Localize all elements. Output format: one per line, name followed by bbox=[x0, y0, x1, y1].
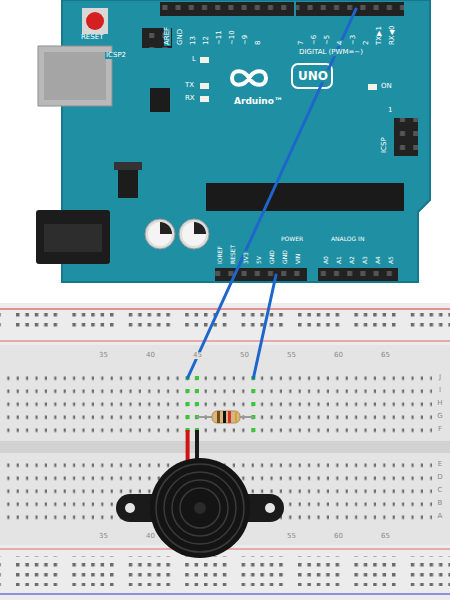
pin-label: RESET bbox=[230, 244, 236, 265]
board-label: DIGITAL (PWM=~) bbox=[298, 49, 364, 56]
row-letter: E bbox=[437, 461, 443, 468]
row-letter: C bbox=[437, 487, 444, 494]
arduino-uno-board bbox=[36, 0, 430, 282]
resistor-symbol bbox=[197, 411, 253, 423]
column-number: 55 bbox=[286, 533, 297, 540]
pin-label: ~6 bbox=[311, 34, 318, 46]
row-letter: J bbox=[438, 374, 442, 381]
column-number: 65 bbox=[380, 533, 391, 540]
pin-label: TX▶1 bbox=[376, 25, 383, 46]
pin-label: 4 bbox=[337, 40, 344, 46]
pin-label: ~3 bbox=[350, 34, 357, 46]
row-letter: G bbox=[436, 413, 443, 420]
pin-label: 3V3 bbox=[243, 251, 249, 265]
ground-wire bbox=[253, 275, 276, 378]
board-label: RESET bbox=[80, 34, 104, 41]
pin-label: IOREF bbox=[217, 245, 223, 265]
pin-label: ~11 bbox=[216, 29, 223, 46]
pin-label: A2 bbox=[349, 255, 355, 265]
column-number: 45 bbox=[192, 352, 203, 359]
pin-label: 2 bbox=[363, 40, 370, 46]
pin-label: ~9 bbox=[242, 34, 249, 46]
led-label: L bbox=[191, 56, 197, 63]
pin-label: GND bbox=[177, 28, 184, 46]
column-number: 65 bbox=[380, 352, 391, 359]
pin-label: AREF bbox=[164, 26, 171, 46]
pin-label: ~10 bbox=[229, 29, 236, 46]
column-number: 55 bbox=[286, 352, 297, 359]
column-number: 35 bbox=[98, 352, 109, 359]
pin-label: 8 bbox=[255, 40, 262, 46]
column-number: 50 bbox=[239, 352, 250, 359]
column-number: 40 bbox=[145, 352, 156, 359]
pin-label: GND bbox=[282, 249, 288, 265]
row-letter: F bbox=[437, 426, 443, 433]
pin-label: ~5 bbox=[324, 34, 331, 46]
header-label: ICSP bbox=[381, 136, 388, 154]
breadboard bbox=[0, 303, 450, 600]
column-number: 60 bbox=[333, 352, 344, 359]
piezo-buzzer bbox=[116, 458, 284, 558]
led-label: ON bbox=[380, 83, 393, 90]
pin-label: 5V bbox=[256, 255, 262, 265]
led-label: RX bbox=[184, 95, 196, 102]
row-letter: D bbox=[436, 474, 443, 481]
board-label: ANALOG IN bbox=[330, 236, 365, 242]
pin-label: GND bbox=[269, 249, 275, 265]
column-number: 60 bbox=[333, 533, 344, 540]
pin-number: 1 bbox=[387, 107, 393, 114]
pin-label: A1 bbox=[336, 255, 342, 265]
model-name: UNO bbox=[297, 70, 329, 82]
pin-label: A4 bbox=[375, 255, 381, 265]
pin-label: 7 bbox=[298, 40, 305, 46]
row-letter: A bbox=[437, 513, 444, 520]
pin-label: VIN bbox=[295, 253, 301, 265]
pin-label: A0 bbox=[323, 255, 329, 265]
pin-label: 13 bbox=[190, 35, 197, 46]
signal-wire bbox=[188, 9, 356, 378]
board-label: POWER bbox=[280, 236, 304, 242]
connected-holes bbox=[186, 376, 256, 432]
led-label: TX bbox=[184, 82, 195, 89]
pin-label: A5 bbox=[388, 255, 394, 265]
column-number: 35 bbox=[98, 533, 109, 540]
column-number: 40 bbox=[145, 533, 156, 540]
pin-label: 12 bbox=[203, 35, 210, 46]
row-letter: I bbox=[438, 387, 442, 394]
pin-label: RX◀0 bbox=[389, 25, 396, 47]
row-letter: B bbox=[437, 500, 444, 507]
board-label: ICSP2 bbox=[105, 52, 127, 59]
brand-name: Arduino™ bbox=[233, 97, 284, 106]
row-letter: H bbox=[436, 400, 443, 407]
pin-label: A3 bbox=[362, 255, 368, 265]
